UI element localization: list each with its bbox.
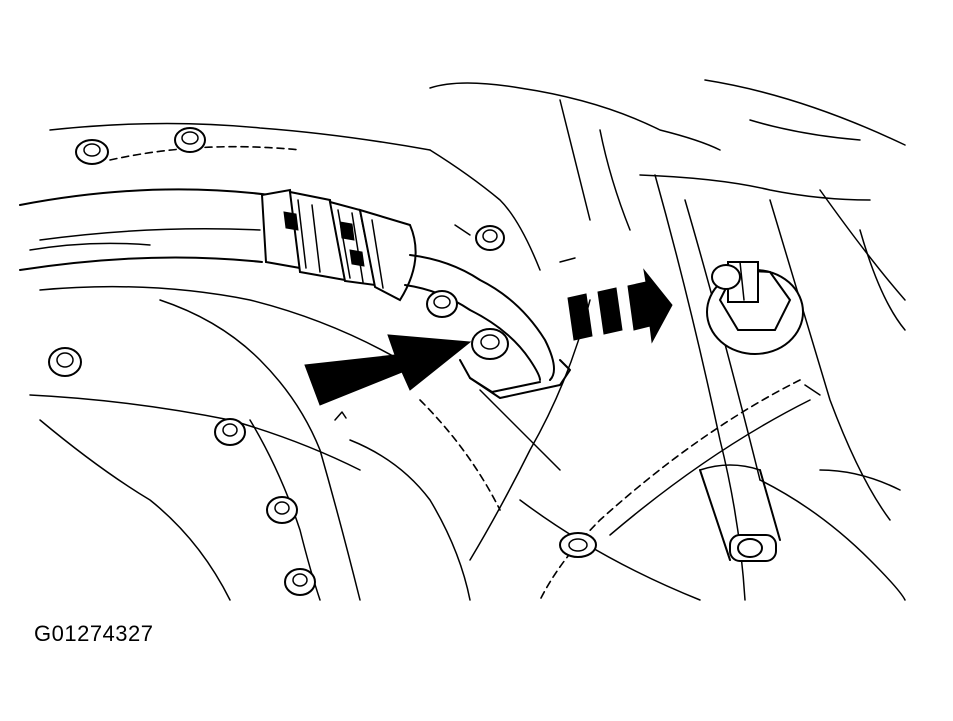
bolt-icon [214,418,246,446]
bracket-bolt [471,328,509,360]
removal-arrow [304,334,472,406]
stud-bolt [706,261,804,355]
bolt-icon [266,496,298,524]
figure-id-caption: G01274327 [34,621,154,646]
bolt-icon [75,139,109,165]
hose-fitting [260,188,417,302]
hose [19,188,271,271]
housing-bolts [48,127,777,596]
bolt-icon [729,534,777,562]
pipe-bracket [404,254,571,399]
detail-marks [334,224,821,421]
bolt-icon [475,225,505,251]
bolt-icon [426,290,458,318]
bolt-icon [174,127,206,153]
bolt-icon [284,568,316,596]
bolt-icon [48,347,82,377]
direction-arrow [567,268,673,344]
housing-outlines [29,79,906,601]
support-rod [699,464,781,561]
bolt-icon [559,532,597,558]
